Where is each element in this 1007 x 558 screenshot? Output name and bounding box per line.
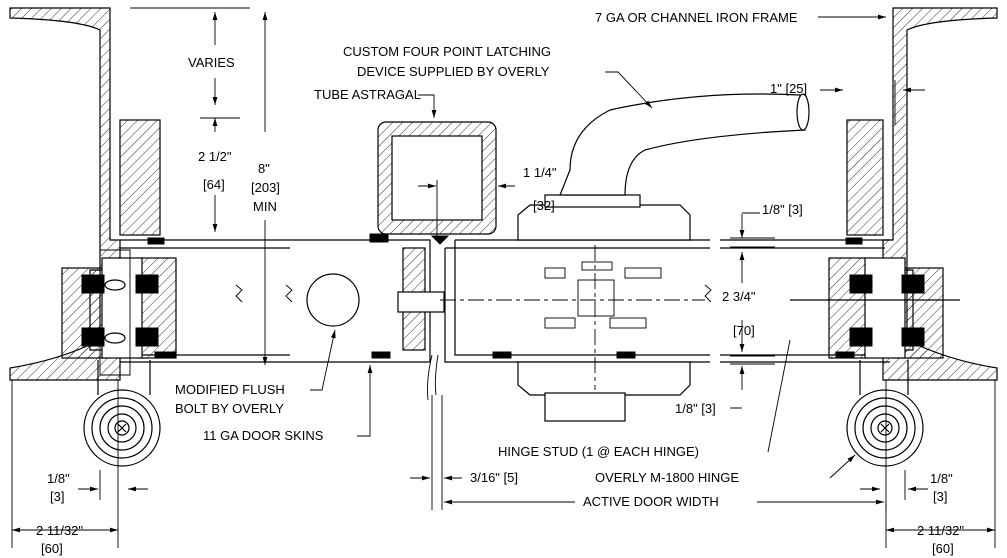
label-hinge: OVERLY M-1800 HINGE — [595, 470, 739, 485]
inactive-door-leaf — [235, 233, 445, 363]
label-3-16: 3/16" [5] — [470, 470, 518, 485]
label-flush-bolt-1: MODIFIED FLUSH — [175, 382, 285, 397]
label-203: [203] — [251, 180, 280, 195]
label-8: 8" — [258, 161, 270, 176]
right-hinge-knuckle — [846, 360, 924, 467]
label-right-eighth: 1/8" — [930, 471, 953, 486]
label-varies: VARIES — [188, 55, 235, 70]
latch-device — [440, 93, 810, 422]
label-latch-line2: DEVICE SUPPLIED BY OVERLY — [357, 64, 550, 79]
label-right-3: [3] — [933, 489, 947, 504]
label-left-60: [60] — [41, 541, 63, 556]
label-1-1-4: 1 1/4" — [523, 165, 557, 180]
dimension-lines — [11, 7, 996, 548]
label-eighth-top: 1/8" [3] — [762, 202, 803, 217]
label-active-width: ACTIVE DOOR WIDTH — [583, 494, 719, 509]
label-latch-line1: CUSTOM FOUR POINT LATCHING — [343, 44, 551, 59]
label-left-3: [3] — [50, 489, 64, 504]
label-2-3-4: 2 3/4" — [722, 289, 756, 304]
left-hinge-block — [61, 237, 177, 376]
label-left-2-11-32: 2 11/32" — [36, 523, 83, 538]
label-1-25: 1" [25] — [770, 81, 807, 96]
left-hinge-knuckle — [83, 360, 161, 467]
label-64: [64] — [203, 177, 225, 192]
right-hinge-block — [790, 237, 960, 359]
label-left-eighth: 1/8" — [47, 471, 70, 486]
label-astragal: TUBE ASTRAGAL — [314, 87, 421, 102]
label-eighth-bottom: 1/8" [3] — [675, 401, 716, 416]
label-min: MIN — [253, 199, 277, 214]
label-32: [32] — [533, 198, 555, 213]
label-door-skins: 11 GA DOOR SKINS — [203, 428, 324, 443]
annotation-labels: 7 GA OR CHANNEL IRON FRAME CUSTOM FOUR P… — [36, 10, 964, 556]
label-hinge-stud: HINGE STUD (1 @ EACH HINGE) — [498, 444, 699, 459]
tube-astragal — [377, 121, 497, 245]
label-flush-bolt-2: BOLT BY OVERLY — [175, 401, 284, 416]
label-2-half: 2 1/2" — [198, 149, 232, 164]
label-right-60: [60] — [932, 541, 954, 556]
label-right-2-11-32: 2 11/32" — [917, 523, 964, 538]
label-frame: 7 GA OR CHANNEL IRON FRAME — [595, 10, 798, 25]
label-70: [70] — [733, 323, 755, 338]
